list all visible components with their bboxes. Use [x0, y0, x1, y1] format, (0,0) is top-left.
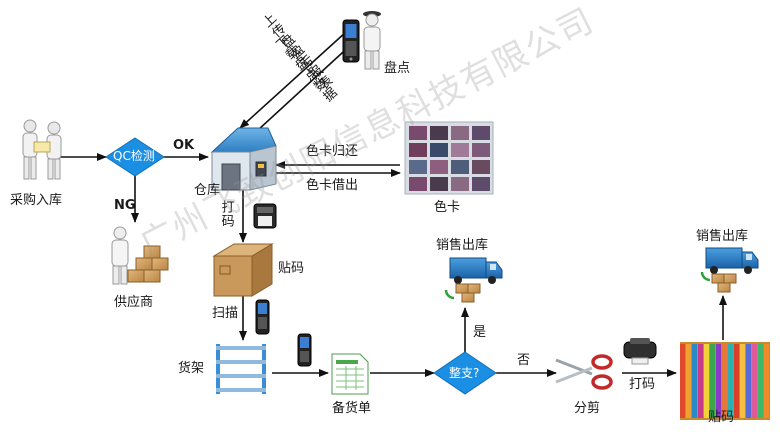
fabric-roll	[728, 344, 733, 418]
arrow-download-data	[239, 31, 347, 129]
color-swatch-chip	[472, 160, 490, 174]
fabric-roll	[764, 344, 769, 418]
color-swatch-chip	[409, 177, 427, 191]
whole-label: 整支?	[449, 366, 480, 380]
people-icon	[22, 119, 62, 180]
paste-code-2-label: 贴码	[708, 410, 735, 425]
document-icon	[331, 353, 369, 395]
fabric-roll	[716, 344, 721, 418]
color-swatch-chip	[451, 160, 469, 174]
color-swatch-chip	[451, 177, 469, 191]
print-code-vertical-label: 打码	[218, 200, 234, 228]
sales-out-1-label: 销售出库	[436, 238, 489, 253]
color-swatch-chip	[451, 126, 469, 140]
ok-label: OK	[173, 138, 195, 153]
scissors-icon	[555, 354, 613, 390]
color-swatch-chip	[472, 126, 490, 140]
arrow-upload-result	[257, 41, 355, 131]
ng-label: NG	[114, 198, 136, 213]
fabric-roll	[752, 344, 757, 418]
fabric-roll	[680, 344, 685, 418]
color-card-label: 色卡	[434, 200, 461, 215]
fabric-roll	[722, 344, 727, 418]
fabric-roll	[734, 344, 739, 418]
color-swatch-chip	[430, 143, 448, 157]
cut-label: 分剪	[574, 401, 601, 416]
color-swatch-chip	[430, 177, 448, 191]
handheld-scanner-icon	[255, 299, 270, 335]
color-swatch-chip	[472, 177, 490, 191]
handheld-scanner-icon	[342, 19, 360, 63]
card-borrow-label: 色卡借出	[306, 178, 359, 193]
fabric-roll	[740, 344, 745, 418]
worker-icon	[111, 226, 169, 285]
fabric-rolls-icon	[680, 342, 770, 420]
procure-in-label: 采购入库	[10, 193, 63, 208]
color-swatch-chip	[472, 143, 490, 157]
storage-shelf-icon	[216, 344, 266, 394]
color-swatch-chip	[409, 143, 427, 157]
scan-label: 扫描	[212, 306, 239, 321]
fabric-roll	[686, 344, 691, 418]
warehouse-label: 仓库	[194, 183, 221, 198]
fabric-roll	[746, 344, 751, 418]
color-swatch-chip	[430, 126, 448, 140]
handheld-scanner-icon	[297, 333, 312, 367]
pick-list-label: 备货单	[332, 401, 372, 416]
delivery-truck-icon	[700, 247, 759, 293]
label-printer-icon	[623, 338, 657, 365]
connector-arrows	[60, 31, 727, 377]
color-swatch-chip	[409, 160, 427, 174]
color-swatch-chip	[409, 126, 427, 140]
print-code-label: 打码	[629, 377, 656, 392]
qc-decision-diamond	[105, 137, 165, 177]
worker-icon	[363, 11, 381, 70]
qc-label: QC检测	[113, 149, 155, 163]
yes-label: 是	[473, 325, 487, 340]
color-swatch-chip	[451, 143, 469, 157]
shelf-label: 货架	[178, 361, 205, 376]
whole-roll-decision-diamond	[433, 351, 497, 395]
color-swatch-chip	[430, 160, 448, 174]
color-swatch-icon	[404, 121, 494, 195]
warehouse-icon	[210, 127, 277, 191]
supplier-label: 供应商	[114, 295, 154, 310]
delivery-truck-icon	[444, 257, 503, 303]
fabric-roll	[698, 344, 703, 418]
sales-out-2-label: 销售出库	[696, 229, 749, 244]
card-return-label: 色卡归还	[306, 144, 359, 159]
cardboard-box-icon	[212, 243, 274, 297]
fabric-roll	[758, 344, 763, 418]
fabric-roll	[710, 344, 715, 418]
no-label: 否	[517, 353, 531, 368]
label-printer-icon	[253, 203, 277, 229]
paste-code-label: 贴码	[278, 261, 305, 276]
fabric-roll	[704, 344, 709, 418]
inventory-label: 盘点	[384, 61, 411, 76]
fabric-roll	[692, 344, 697, 418]
